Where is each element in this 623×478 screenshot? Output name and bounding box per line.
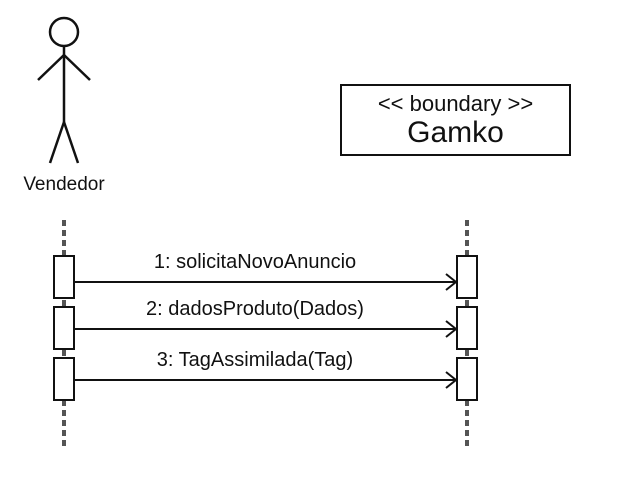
actor-figure <box>37 16 91 164</box>
boundary-activation-3 <box>456 357 478 401</box>
actor-activation-3 <box>53 357 75 401</box>
actor-activation-2 <box>53 306 75 350</box>
actor-activation-1 <box>53 255 75 299</box>
boundary-box: << boundary >> Gamko <box>340 84 571 156</box>
message-label-2: 2: dadosProduto(Dados) <box>146 298 364 320</box>
message-arrow-2 <box>74 320 458 338</box>
message-label-1: 1: solicitaNovoAnuncio <box>153 251 357 273</box>
boundary-name: Gamko <box>407 116 504 149</box>
boundary-activation-2 <box>456 306 478 350</box>
message-arrow-3 <box>74 371 458 389</box>
boundary-activation-1 <box>456 255 478 299</box>
boundary-stereotype: << boundary >> <box>377 91 534 116</box>
message-arrow-1 <box>74 273 458 291</box>
actor-name: Vendedor <box>23 174 105 195</box>
message-label-3: 3: TagAssimilada(Tag) <box>156 349 354 371</box>
